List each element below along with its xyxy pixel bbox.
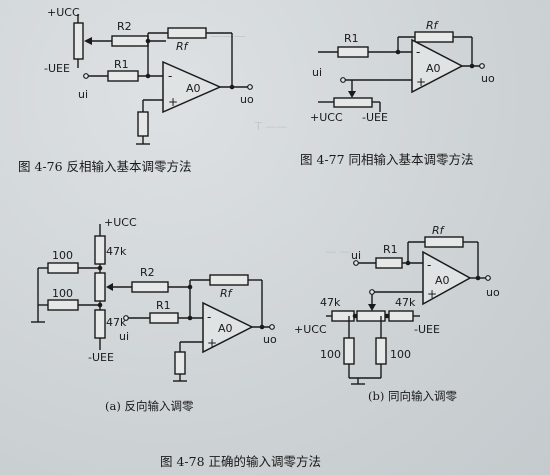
wiper-arrow — [84, 37, 92, 45]
label-r2: R2 — [140, 266, 155, 279]
label-minus: - — [207, 310, 211, 324]
label-plus: + — [168, 95, 178, 109]
label-a0: A0 — [435, 274, 450, 287]
resistor-rf — [424, 236, 464, 248]
wiper-arrow — [368, 304, 376, 311]
label-minus: - — [427, 258, 431, 272]
svg-text:T ——: T —— — [254, 120, 287, 133]
resistor-47k-right — [388, 310, 414, 322]
label-47k-top: 47k — [106, 245, 127, 258]
resistor-100-top — [47, 262, 79, 274]
resistor-100-right — [375, 337, 387, 365]
label-a0: A0 — [218, 322, 233, 335]
resistor-ground — [137, 111, 149, 137]
resistor-rf — [414, 31, 454, 43]
figure-4-78b: Rf R1 ui A0 uo +UCC -UEE 47k 47k 100 100… — [294, 224, 500, 403]
label-ucc: +UCC — [47, 6, 80, 19]
figure-4-76: +UCC -UEE R2 Rf R1 ui A0 uo - + 图 4-76 反… — [18, 6, 254, 174]
label-uo: uo — [486, 286, 500, 299]
label-100-left: 100 — [320, 348, 341, 361]
label-a0: A0 — [426, 62, 441, 75]
label-100-bottom: 100 — [52, 287, 73, 300]
potentiometer — [94, 272, 106, 302]
label-plus: + — [427, 287, 437, 301]
caption-4-78a: (a) 反向输入调零 — [105, 399, 194, 413]
label-rf: Rf — [426, 19, 440, 32]
label-ui: ui — [312, 66, 322, 79]
label-r1: R1 — [114, 58, 129, 71]
label-47k-left: 47k — [320, 296, 341, 309]
resistor-r2 — [131, 281, 169, 293]
figure-4-78a: +UCC -UEE 47k 47k 100 100 R2 Rf R1 ui A0… — [31, 216, 277, 413]
resistor-100-left — [343, 337, 355, 365]
label-uo: uo — [263, 333, 277, 346]
potentiometer — [333, 97, 373, 108]
label-ucc: +UCC — [104, 216, 137, 229]
figure-4-77: Rf R1 ui A0 uo +UCC -UEE - + 图 4-77 同相输入… — [300, 19, 495, 167]
label-uee: -UEE — [414, 323, 440, 336]
caption-4-77: 图 4-77 同相输入基本调零方法 — [300, 152, 474, 167]
label-ui: ui — [78, 88, 88, 101]
label-47k-right: 47k — [395, 296, 416, 309]
resistor-47k-top — [94, 235, 106, 265]
resistor-r1 — [107, 70, 139, 82]
resistor-r1 — [337, 46, 369, 58]
svg-text:———: ——— — [210, 29, 246, 43]
label-uee: -UEE — [44, 62, 70, 75]
label-minus: - — [168, 69, 172, 83]
potentiometer — [73, 22, 84, 60]
label-rf: Rf — [220, 287, 234, 300]
label-47k-bottom: 47k — [106, 316, 127, 329]
resistor-r1 — [375, 257, 403, 269]
label-rf: Rf — [176, 40, 190, 53]
opamp-a0 — [411, 38, 464, 94]
label-100-top: 100 — [52, 249, 73, 262]
label-r1: R1 — [156, 299, 171, 312]
caption-4-76: 图 4-76 反相输入基本调零方法 — [18, 159, 192, 174]
label-100-right: 100 — [390, 348, 411, 361]
opamp-a0 — [202, 301, 254, 354]
resistor-100-bottom — [47, 299, 79, 311]
label-ucc: +UCC — [294, 323, 327, 336]
label-ui: ui — [351, 249, 361, 262]
bleed-through: ——— T —— — — — [210, 29, 351, 258]
label-plus: + — [416, 75, 426, 89]
label-r2: R2 — [117, 20, 132, 33]
resistor-47k-left — [331, 310, 355, 322]
caption-4-78: 图 4-78 正确的输入调零方法 — [160, 454, 321, 469]
label-plus: + — [207, 336, 217, 350]
label-rf: Rf — [432, 224, 446, 237]
opamp-a0 — [162, 60, 222, 114]
label-uo: uo — [481, 72, 495, 85]
resistor-ground — [174, 351, 186, 375]
label-r1: R1 — [344, 32, 359, 45]
label-uee: -UEE — [362, 111, 388, 124]
label-r1: R1 — [383, 243, 398, 256]
resistor-r1 — [149, 312, 179, 324]
label-a0: A0 — [186, 82, 201, 95]
caption-4-78b: (b) 同向输入调零 — [368, 389, 457, 403]
svg-text:— —: — — — [325, 245, 351, 258]
label-ui: ui — [119, 330, 129, 343]
label-uee: -UEE — [88, 351, 114, 364]
resistor-rf — [209, 274, 249, 286]
wiper-arrow — [348, 91, 356, 98]
label-ucc: +UCC — [310, 111, 343, 124]
resistor-47k-bottom — [94, 309, 106, 339]
opamp-a0 — [422, 250, 472, 306]
label-uo: uo — [240, 93, 254, 106]
resistor-r2 — [111, 35, 149, 47]
label-minus: - — [416, 45, 420, 59]
resistor-rf — [167, 27, 207, 39]
wiper-arrow — [106, 283, 113, 291]
